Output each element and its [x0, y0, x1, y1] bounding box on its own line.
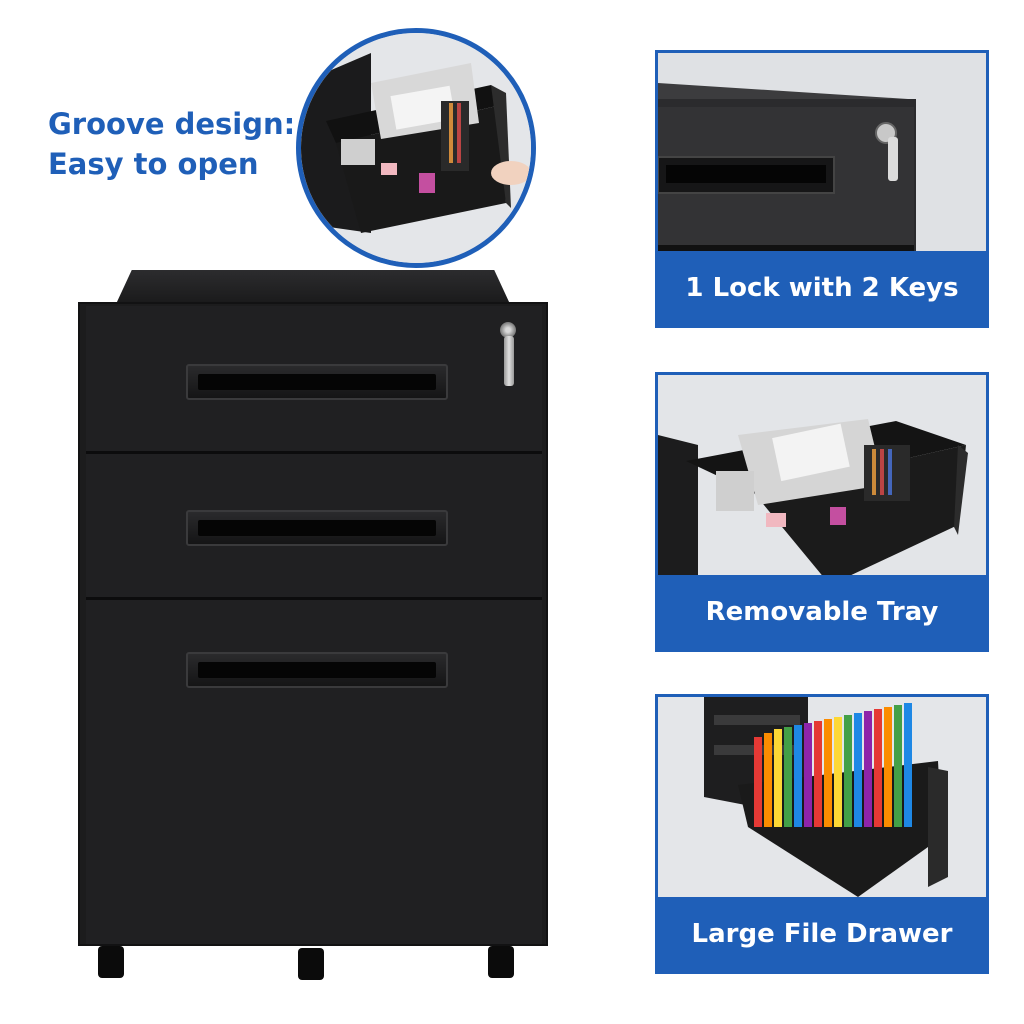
caster-wheel-right [488, 946, 514, 978]
file-drawer [86, 600, 542, 944]
cabinet-body [78, 302, 548, 946]
lock-icon [500, 322, 516, 338]
lock-feature-panel: 1 Lock with 2 Keys [655, 50, 989, 328]
file-drawer-feature-panel: Large File Drawer [655, 694, 989, 974]
caster-wheel-left [98, 946, 124, 978]
middle-drawer-handle [186, 510, 448, 546]
groove-heading-line2: Easy to open [48, 147, 259, 181]
lock-closeup-image [658, 53, 986, 253]
cabinet-top [116, 270, 510, 304]
open-drawer-illustration [301, 33, 531, 263]
tray-caption: Removable Tray [658, 575, 986, 649]
groove-design-heading: Groove design: Easy to open [48, 104, 298, 184]
file-drawer-image [658, 697, 986, 901]
file-drawer-caption: Large File Drawer [658, 897, 986, 971]
caster-wheel-center [298, 948, 324, 980]
open-drawer-inset-image [296, 28, 536, 268]
middle-drawer [86, 454, 542, 600]
tray-feature-panel: Removable Tray [655, 372, 989, 652]
groove-heading-line1: Groove design: [48, 107, 296, 141]
filing-cabinet-image [78, 270, 548, 980]
top-drawer-handle [186, 364, 448, 400]
lock-caption: 1 Lock with 2 Keys [658, 251, 986, 325]
key-icon [504, 336, 514, 386]
top-drawer [86, 306, 542, 454]
file-drawer-handle [186, 652, 448, 688]
hanging-files [754, 703, 912, 827]
removable-tray-image [658, 375, 986, 579]
